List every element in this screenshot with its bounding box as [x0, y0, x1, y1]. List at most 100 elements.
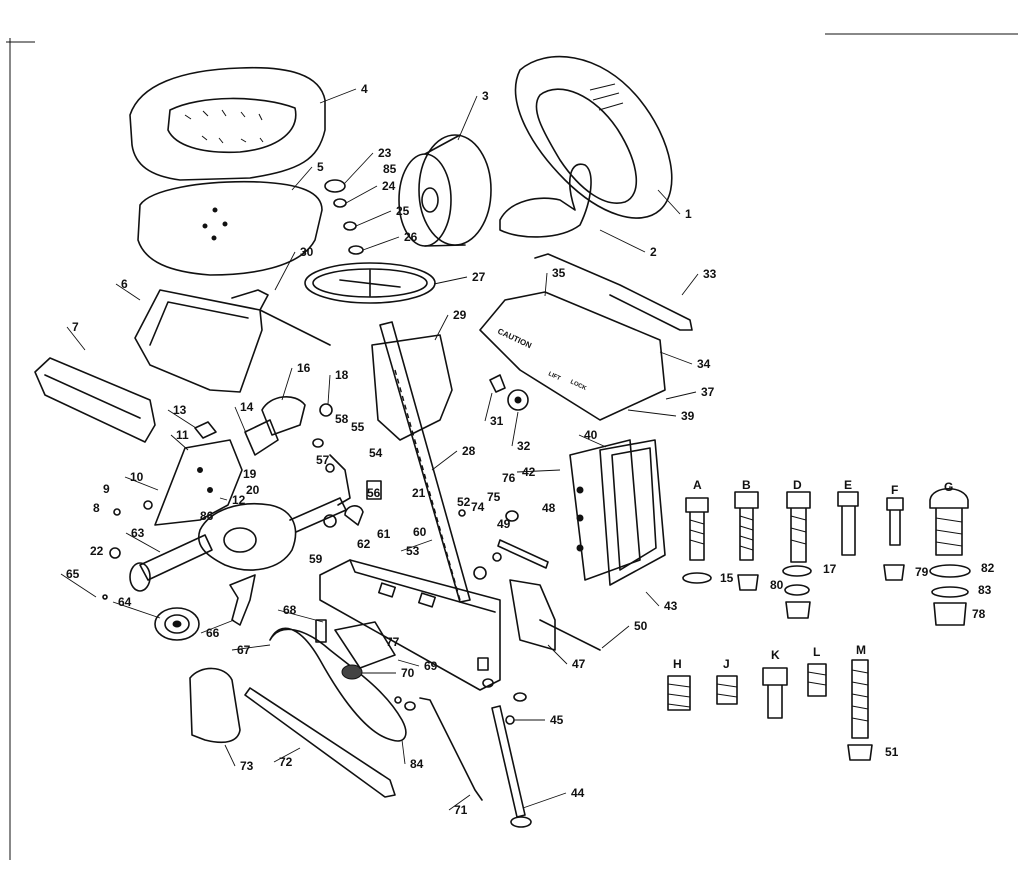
callout-7: 7: [72, 320, 79, 334]
callout-83: 83: [978, 583, 992, 597]
callout-86: 86: [200, 509, 214, 523]
callout-leader-12: [219, 497, 228, 501]
callout-42: 42: [522, 465, 536, 479]
callout-leader-16: [281, 367, 293, 401]
callout-5: 5: [317, 160, 324, 174]
drive-belt: [269, 627, 407, 742]
callout-leader-6: [115, 283, 141, 301]
callout-9: 9: [103, 482, 110, 496]
callout-4: 4: [361, 82, 368, 96]
callout-leader-39: [627, 409, 677, 417]
callout-leader-66: [200, 619, 235, 634]
callout-leader-84: [401, 739, 406, 765]
callout-leader-71: [448, 794, 471, 811]
callout-leader-63: [125, 532, 161, 553]
callout-55: 55: [351, 420, 365, 434]
fastener-letter-B: B: [742, 478, 751, 492]
callout-45: 45: [550, 713, 564, 727]
callout-50: 50: [634, 619, 648, 633]
callout-21: 21: [412, 486, 426, 500]
callout-leader-30: [274, 251, 296, 291]
drag-link: [534, 253, 693, 331]
callout-leader-7: [66, 326, 86, 351]
fastener-letter-A: A: [693, 478, 702, 492]
callout-53: 53: [406, 544, 420, 558]
callout-19: 19: [243, 467, 257, 481]
axle: [491, 705, 532, 828]
brake-parts: [509, 579, 601, 651]
callout-85: 85: [383, 162, 397, 176]
callout-leader-34: [659, 351, 693, 365]
callout-leader-69: [397, 659, 420, 667]
callout-72: 72: [279, 755, 293, 769]
callout-leader-35: [544, 272, 548, 297]
callout-11: 11: [176, 428, 189, 442]
tire: [514, 55, 673, 219]
belt-guide: [229, 574, 256, 626]
lift-handle: [231, 289, 331, 346]
callout-leader-10: [124, 476, 159, 491]
fastener-letter-G: G: [944, 480, 953, 494]
side-plate: [154, 439, 243, 526]
fastener-letter-M: M: [856, 643, 866, 657]
callout-32: 32: [517, 439, 531, 453]
hub-hardware: [324, 179, 364, 255]
callout-80: 80: [770, 578, 784, 592]
fastener-bolt-G: [929, 487, 969, 556]
callout-71: 71: [454, 803, 468, 817]
fastener-letter-J: J: [723, 657, 730, 671]
callout-48: 48: [542, 501, 556, 515]
fastener-bolt-A: [685, 497, 709, 561]
callout-leader-14: [234, 406, 247, 434]
callout-leader-1: [657, 189, 681, 215]
wheel-rim: [398, 134, 492, 247]
fastener-letter-F: F: [891, 483, 898, 497]
lift-text: LIFT: [547, 371, 561, 382]
callout-12: 12: [232, 493, 246, 507]
rear-cover: [34, 357, 156, 443]
steering-housing: [371, 334, 453, 441]
callout-52: 52: [457, 495, 471, 509]
callout-6: 6: [121, 277, 128, 291]
callout-leader-33: [681, 273, 699, 296]
callout-49: 49: [497, 517, 511, 531]
callout-44: 44: [571, 786, 585, 800]
callout-leader-2: [599, 229, 646, 253]
seat-cushion: [129, 66, 326, 181]
washer-and-pin: [394, 696, 416, 711]
callout-56: 56: [367, 486, 381, 500]
fastener-bolt-D: [786, 491, 811, 563]
small-brackets: [194, 396, 306, 456]
callout-23: 23: [378, 146, 392, 160]
callout-74: 74: [471, 500, 485, 514]
callout-leader-64: [112, 601, 161, 619]
fastener-small-parts: [667, 659, 873, 761]
fastener-bolt-F: [886, 497, 904, 546]
inner-tube: [499, 163, 592, 238]
callout-47: 47: [572, 657, 586, 671]
cover-plate: [189, 667, 241, 744]
callout-leader-68: [277, 609, 324, 623]
callout-27: 27: [472, 270, 486, 284]
callout-leader-3: [457, 95, 478, 141]
callout-leader-5: [291, 166, 313, 191]
fastener-washers: [682, 564, 971, 626]
callout-leader-40: [578, 434, 607, 448]
callout-16: 16: [297, 361, 311, 375]
callout-84: 84: [410, 757, 424, 771]
callout-leader-67: [231, 644, 271, 651]
callout-leader-29: [434, 314, 449, 341]
ignition-switch: [489, 374, 529, 411]
callout-leader-26: [362, 236, 400, 251]
callout-64: 64: [118, 595, 132, 609]
callout-leader-50: [601, 625, 630, 649]
seat-pan: [137, 180, 323, 276]
callout-15: 15: [720, 571, 734, 585]
callout-39: 39: [681, 409, 695, 423]
callout-33: 33: [703, 267, 717, 281]
steering-wheel: [304, 262, 436, 304]
lock-text: LOCK: [569, 379, 588, 392]
callout-leader-42: [516, 469, 561, 473]
